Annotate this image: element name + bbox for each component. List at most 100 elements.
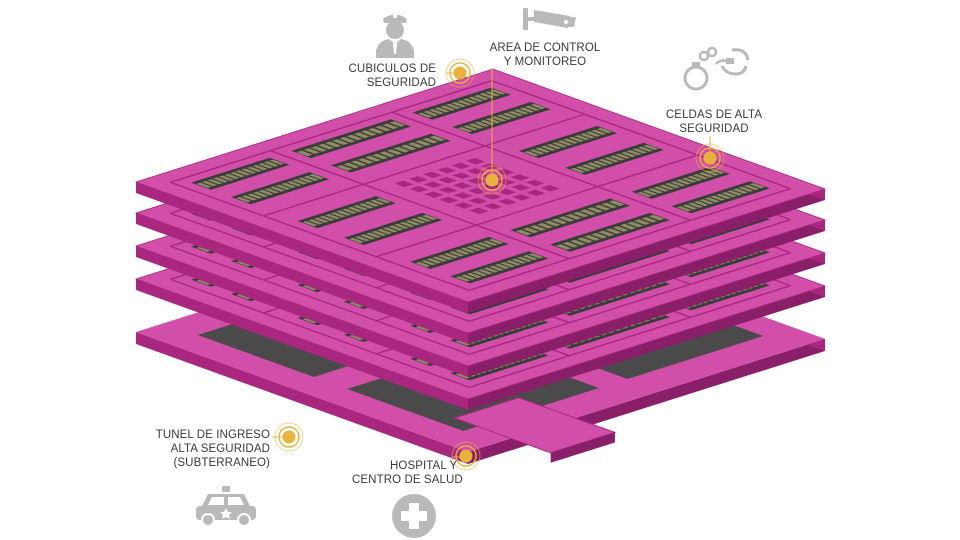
cell-unit	[258, 163, 274, 169]
cell-unit	[496, 114, 512, 120]
control-room-block	[525, 179, 545, 187]
security-guard-icon	[376, 14, 414, 58]
cell-unit	[612, 226, 629, 232]
cell-unit	[749, 183, 765, 189]
cell-unit	[224, 173, 240, 179]
cell-unit	[605, 228, 622, 234]
cell-unit	[483, 267, 499, 273]
cell-unit	[269, 186, 285, 192]
cell-unit	[601, 202, 618, 209]
cell-unit	[480, 119, 495, 126]
control-room-block	[438, 177, 457, 184]
wall-line	[170, 181, 470, 292]
cell-unit	[437, 254, 453, 260]
floor-slab-4	[134, 68, 827, 313]
cell-unit	[744, 184, 759, 191]
cell-unit	[576, 237, 594, 243]
cell-unit	[479, 93, 495, 99]
cell-unit	[422, 214, 438, 220]
control-room-block	[511, 184, 531, 191]
cell-unit	[393, 223, 409, 229]
control-room-block	[483, 203, 503, 210]
cell-unit	[349, 334, 365, 341]
cell-unit	[308, 219, 324, 225]
cell-unit	[364, 201, 380, 207]
control-room-block	[439, 196, 459, 204]
label-tunel-line-2: ALTA SEGURIDAD	[170, 443, 270, 455]
control-room-block	[424, 191, 444, 198]
marker-ring	[278, 426, 300, 448]
cell-unit	[670, 181, 686, 187]
control-room-block	[453, 192, 473, 199]
cell-unit	[440, 105, 456, 111]
cell-unit	[626, 221, 643, 228]
cell-unit	[263, 161, 279, 167]
cell-unit	[207, 179, 223, 185]
control-room-block	[526, 189, 546, 196]
control-room-block	[467, 187, 487, 195]
cell-unit	[641, 217, 658, 223]
cell-unit	[585, 131, 601, 137]
label-cubiculos-seguridad: CUBICULOS DE SEGURIDAD	[330, 62, 436, 90]
cell-unit	[341, 208, 357, 214]
cell-unit	[587, 207, 604, 213]
cell-floor-slabs	[134, 68, 827, 410]
wall-line	[391, 111, 691, 221]
control-room-block	[512, 194, 531, 201]
cell-unit	[511, 258, 527, 264]
wall-line	[491, 79, 791, 190]
cell-unit	[540, 145, 556, 151]
cell-unit	[415, 325, 431, 332]
cctv-camera-icon	[523, 8, 576, 30]
cell-unit	[218, 175, 234, 181]
marker-ring	[455, 445, 477, 467]
cell-unit	[364, 155, 382, 162]
cell-unit	[202, 180, 217, 187]
cell-unit	[463, 125, 479, 131]
cell-unit	[449, 251, 465, 257]
marker-ring	[274, 422, 304, 452]
cell-unit	[530, 103, 546, 110]
control-room-block	[452, 172, 472, 179]
cell-unit	[594, 204, 611, 211]
cell-unit	[709, 168, 725, 174]
cell-unit	[659, 184, 675, 190]
cell-unit	[354, 236, 370, 242]
cell-unit	[523, 151, 539, 157]
cell-unit	[455, 373, 471, 379]
cell-unit	[584, 235, 601, 241]
label-celdas-line-1: CELDAS DE ALTA	[665, 109, 763, 121]
control-room-block	[409, 186, 429, 193]
slab-front-edge	[468, 253, 825, 377]
control-room-block	[497, 198, 517, 205]
label-celdas-alta-seguridad: CELDAS DE ALTA SEGURIDAD	[654, 108, 774, 136]
cell-unit	[471, 244, 487, 250]
marker-ring	[481, 169, 503, 191]
cell-unit	[546, 143, 562, 150]
cell-unit	[681, 177, 697, 183]
wall-line	[170, 278, 470, 389]
cell-unit	[494, 263, 510, 270]
cell-unit	[371, 230, 387, 236]
label-tunel-line-1: TUNEL DE INGRESO	[155, 429, 270, 441]
tunnel-wing-edge	[550, 432, 615, 463]
cell-unit	[522, 227, 539, 234]
marker-dot	[703, 151, 717, 165]
cell-unit	[591, 232, 608, 239]
marker-ring	[451, 441, 481, 471]
cell-unit	[460, 247, 476, 253]
control-room-block	[467, 177, 487, 185]
wall-line	[469, 187, 791, 292]
cell-unit	[246, 166, 262, 172]
cell-unit	[580, 133, 596, 139]
cell-unit	[353, 132, 370, 139]
cell-unit	[517, 256, 533, 262]
cell-unit	[522, 254, 538, 261]
cell-unit	[505, 260, 521, 266]
cell-unit	[319, 215, 335, 221]
police-car-icon	[196, 486, 256, 527]
cell-unit	[286, 181, 302, 187]
cell-unit	[377, 229, 393, 235]
cell-unit	[634, 219, 651, 225]
cell-unit	[325, 141, 342, 148]
